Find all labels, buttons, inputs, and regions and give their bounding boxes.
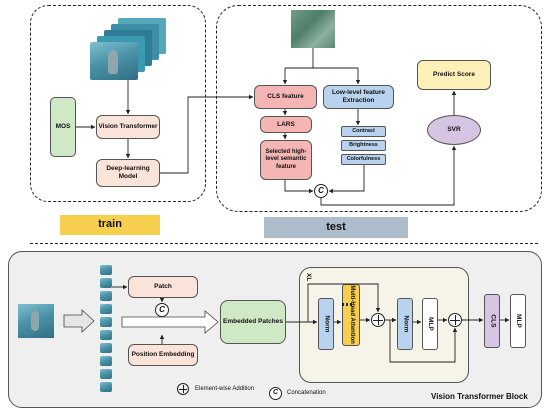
low-level-box: Low-level feature Extraction <box>323 85 394 109</box>
lars-label: LARS <box>277 120 295 128</box>
mlp2-box: MLP <box>510 294 526 348</box>
vit-label: Vision Transformer <box>98 123 158 131</box>
arrow-image-split <box>285 48 358 69</box>
norm1-box: Norm <box>318 298 334 350</box>
vit-block-title: Vision Transformer Block <box>431 392 528 401</box>
position-embedding-box: Position Embedding <box>128 344 198 366</box>
lars-box: LARS <box>260 116 312 133</box>
colorfulness-label: Colorfulness <box>346 156 381 163</box>
residual-1 <box>307 283 381 322</box>
svr-node: SVR <box>427 115 481 145</box>
dl-model-box: Deep-learning Model <box>96 159 160 187</box>
selected-feature-label: Selected high-level semantic feature <box>265 149 307 170</box>
contrast-label: Contrast <box>352 128 375 135</box>
test-panel <box>216 5 542 212</box>
predict-score-label: Predict Score <box>433 71 475 79</box>
patch-box: Patch <box>128 276 198 298</box>
predict-score-box: Predict Score <box>417 60 491 90</box>
train-tag-label: train <box>98 218 122 231</box>
addition-legend-icon <box>177 383 189 395</box>
concat-symbol-vit: C <box>155 303 169 317</box>
brightness-label: Brightness <box>349 142 378 149</box>
attention-box: Multi-Head Attention <box>342 284 360 346</box>
concat-legend-icon: C <box>269 387 282 400</box>
test-tag-label: test <box>326 220 346 233</box>
concat-legend-symbol: C <box>272 389 279 397</box>
patch-label: Patch <box>154 283 172 291</box>
brightness-box: Brightness <box>341 140 386 151</box>
position-embedding-label: Position Embedding <box>131 351 195 359</box>
arrow-features-to-concat <box>328 165 365 194</box>
embedded-patches-box: Embedded Patches <box>220 300 286 344</box>
addition-legend-label: Element-wise Addition <box>195 386 255 392</box>
arrow-image-to-patches <box>63 309 95 333</box>
train-tag: train <box>60 215 160 235</box>
train-panel <box>30 5 206 202</box>
mos-box: MOS <box>50 97 76 157</box>
concat-symbol-vit-label: C <box>159 305 165 315</box>
norm2-box: Norm <box>397 298 413 350</box>
cls-feature-box: CLS feature <box>254 85 317 109</box>
contrast-box: Contrast <box>341 126 386 137</box>
test-tag: test <box>264 217 408 238</box>
concat-symbol-test: C <box>314 184 328 198</box>
arrow-to-embedded <box>121 310 219 334</box>
residual-2 <box>389 320 458 363</box>
selected-feature-box: Selected high-level semantic feature <box>260 140 312 180</box>
cls-box: CLS <box>484 294 500 348</box>
dl-model-label: Deep-learning Model <box>106 165 150 180</box>
vit-diver-figure <box>31 311 39 331</box>
cls-feature-label: CLS feature <box>267 93 304 101</box>
section-divider <box>30 243 538 244</box>
colorfulness-box: Colorfulness <box>341 154 386 165</box>
concat-symbol-test-label: C <box>318 186 324 196</box>
diver-figure <box>108 50 118 74</box>
arrow-concat-to-svr <box>320 145 457 206</box>
vit-box: Vision Transformer <box>96 115 160 139</box>
mos-label: MOS <box>55 123 71 131</box>
test-input-image <box>291 10 335 48</box>
concat-legend-label: Concatenation <box>287 390 326 396</box>
svr-label: SVR <box>447 126 461 134</box>
arrow-dl-to-cls <box>160 94 254 174</box>
low-level-label: Low-level feature Extraction <box>331 89 386 104</box>
arrow-selected-to-concat <box>284 180 314 194</box>
mlp1-box: MLP <box>422 298 438 350</box>
embedded-patches-label: Embedded Patches <box>223 318 283 326</box>
